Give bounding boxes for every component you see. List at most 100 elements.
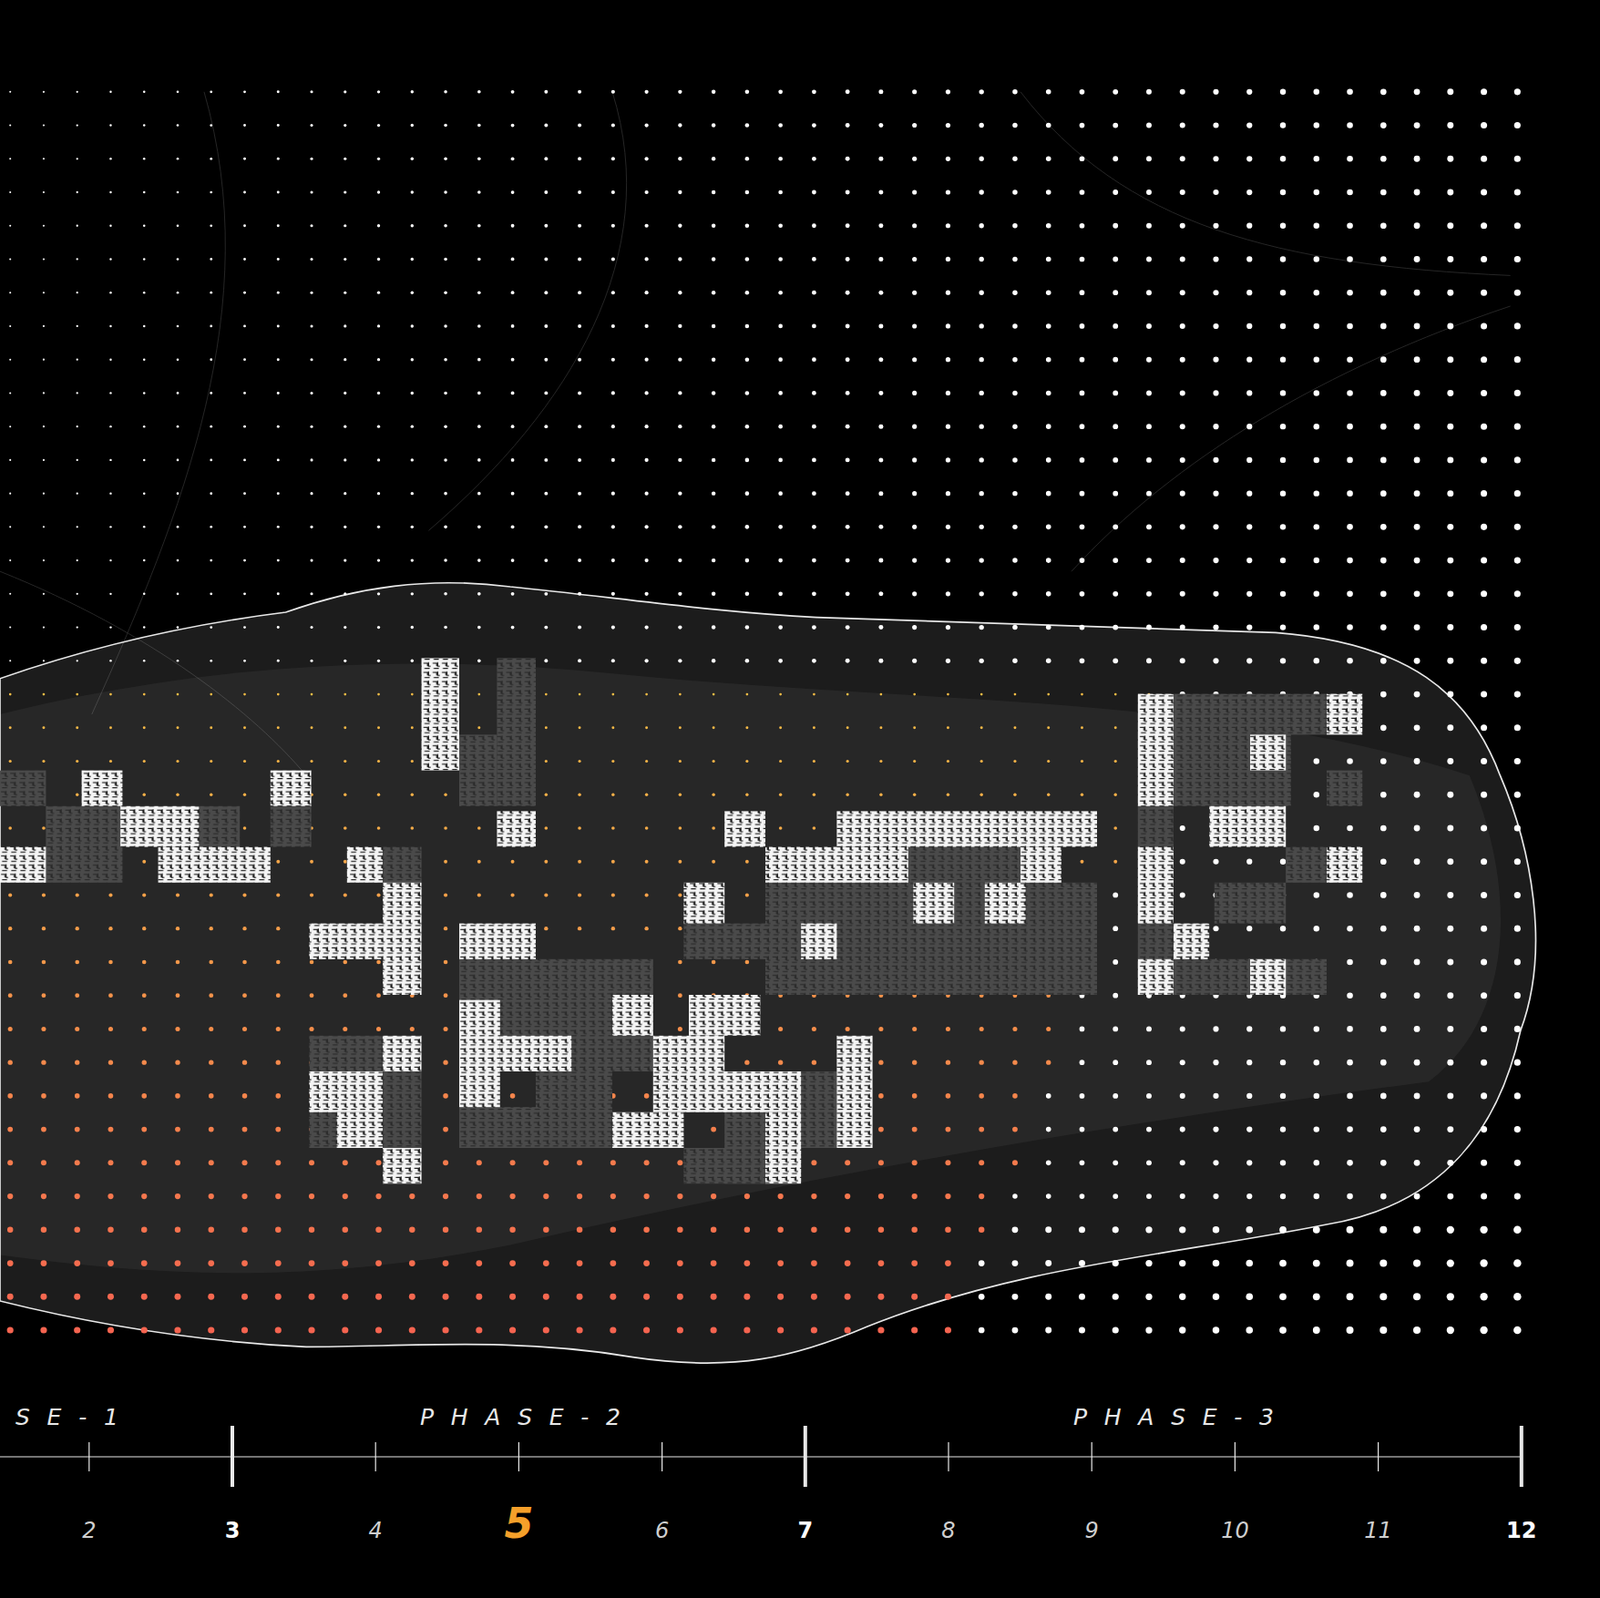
grid-dot <box>443 1026 449 1032</box>
grid-dot <box>1046 491 1052 497</box>
grid-dot <box>1446 1292 1455 1301</box>
grid-dot <box>76 593 79 595</box>
grid-dot <box>1313 256 1320 262</box>
grid-dot <box>1446 992 1454 999</box>
grid-dot <box>1413 1292 1421 1301</box>
grid-dot <box>1212 89 1219 95</box>
grid-dot <box>276 358 280 361</box>
grid-dot <box>76 257 79 260</box>
grid-dot <box>175 960 181 965</box>
grid-dot <box>176 391 180 395</box>
grid-dot <box>276 191 280 195</box>
grid-dot <box>1246 89 1252 95</box>
grid-dot <box>174 1227 181 1233</box>
grid-dot <box>377 826 381 831</box>
grid-dot <box>577 926 582 931</box>
grid-dot <box>644 1093 650 1099</box>
grid-dot <box>912 1026 917 1032</box>
grid-dot <box>243 358 247 361</box>
grid-dot <box>341 1326 349 1334</box>
grid-dot <box>1013 726 1016 729</box>
grid-dot <box>1446 724 1454 731</box>
grid-dot <box>677 491 682 495</box>
grid-dot <box>1480 824 1488 831</box>
grid-dot <box>1480 724 1488 731</box>
grid-dot <box>1179 825 1186 831</box>
grid-dot <box>1179 89 1186 95</box>
grid-dot <box>1480 1059 1488 1067</box>
grid-dot <box>778 625 783 630</box>
grid-dot <box>9 257 11 260</box>
grid-dot <box>342 1159 349 1166</box>
grid-dot <box>678 793 682 797</box>
grid-dot <box>1313 155 1320 162</box>
grid-dot <box>878 1159 884 1166</box>
grid-dot <box>1480 456 1488 463</box>
grid-dot <box>1414 791 1421 799</box>
grid-dot <box>209 592 213 595</box>
grid-dot <box>711 826 716 831</box>
grid-dot <box>611 726 615 729</box>
grid-dot <box>309 458 313 462</box>
grid-dot <box>42 659 45 662</box>
grid-dot <box>544 793 548 797</box>
grid-dot <box>1280 591 1286 597</box>
grid-dot <box>710 1293 718 1301</box>
grid-dot <box>1112 491 1118 497</box>
grid-dot <box>1179 1093 1186 1099</box>
grid-dot <box>1480 389 1488 397</box>
grid-dot <box>1145 1260 1152 1267</box>
grid-dot <box>1146 1025 1152 1032</box>
grid-dot <box>142 892 146 897</box>
grid-dot <box>811 524 817 530</box>
grid-dot <box>1346 356 1354 363</box>
grid-dot <box>912 457 917 462</box>
grid-dot <box>377 458 380 462</box>
grid-dot <box>41 1260 48 1267</box>
grid-dot <box>1079 491 1086 497</box>
grid-dot <box>1012 156 1017 162</box>
grid-dot <box>76 191 79 194</box>
grid-dot <box>1179 189 1186 195</box>
grid-dot <box>811 591 817 596</box>
grid-dot <box>745 625 750 630</box>
grid-dot <box>1046 123 1052 129</box>
grid-dot <box>1079 323 1086 329</box>
grid-dot <box>1246 256 1252 262</box>
grid-dot <box>1346 1025 1354 1033</box>
grid-dot <box>1112 557 1118 564</box>
grid-dot <box>143 492 146 495</box>
grid-dot <box>845 324 851 329</box>
grid-dot <box>343 123 347 127</box>
grid-dot <box>1012 390 1017 396</box>
grid-dot <box>176 593 180 596</box>
grid-dot <box>1413 1226 1421 1234</box>
grid-dot <box>710 1260 718 1267</box>
grid-dot <box>143 726 146 729</box>
grid-dot <box>543 224 548 228</box>
grid-dot <box>946 693 950 697</box>
grid-dot <box>677 993 683 998</box>
grid-dot <box>1446 256 1454 263</box>
grid-dot <box>912 491 917 496</box>
grid-dot <box>174 1326 181 1334</box>
grid-dot <box>1079 289 1086 296</box>
grid-dot <box>377 358 380 361</box>
grid-dot <box>645 358 649 362</box>
grid-dot <box>1012 423 1017 429</box>
grid-dot <box>1146 657 1152 664</box>
grid-dot <box>578 726 582 729</box>
grid-dot <box>577 224 582 228</box>
grid-dot <box>645 156 649 161</box>
grid-dot <box>309 90 313 93</box>
grid-dot <box>141 1227 147 1233</box>
grid-dot <box>41 1127 47 1133</box>
grid-dot <box>543 390 548 395</box>
grid-dot <box>1446 691 1454 698</box>
grid-dot <box>176 257 180 261</box>
grid-dot <box>276 458 280 462</box>
grid-dot <box>376 960 381 965</box>
grid-dot <box>877 1326 884 1334</box>
grid-dot <box>745 860 749 864</box>
grid-dot <box>1080 860 1085 864</box>
